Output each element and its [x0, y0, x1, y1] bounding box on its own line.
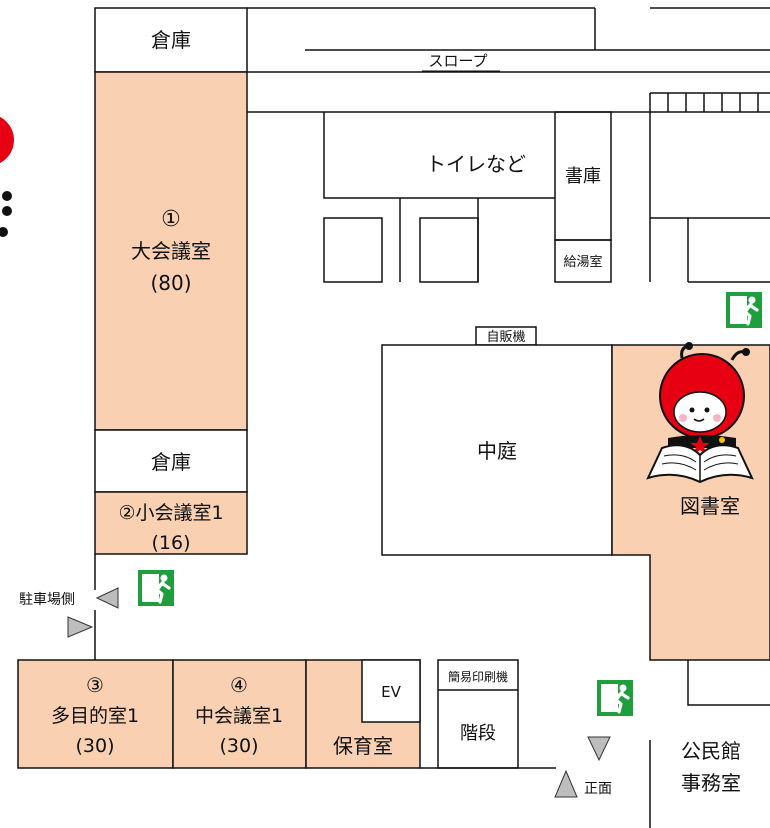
office-label-line1: 公民館 — [681, 739, 741, 763]
emergency-exit-icon — [136, 568, 176, 608]
nursery-label: 保育室 — [333, 734, 393, 758]
front-label: 正面 — [584, 781, 612, 797]
multi-room-label: 多目的室1 — [51, 705, 139, 727]
slope-label: スロープ — [428, 52, 487, 70]
storage-mid-room — [94, 429, 248, 493]
large-hall-label: 大会議室 — [131, 239, 211, 263]
stairs-area — [437, 659, 519, 769]
small-hall-room[interactable] — [94, 491, 248, 555]
small-hall-label: ②小会議室1 — [118, 502, 223, 524]
storage-mid-label: 倉庫 — [151, 450, 191, 474]
storage-top-label: 倉庫 — [151, 28, 191, 52]
vending-label: 自販機 — [486, 330, 525, 345]
medium-hall-room[interactable] — [172, 659, 307, 769]
storage-top-room — [94, 7, 248, 73]
toilets-label: トイレなど — [426, 152, 526, 176]
mascot-partial-icon — [0, 116, 14, 237]
medium-hall-capacity: (30) — [219, 735, 258, 757]
printer-label: 簡易印刷機 — [448, 669, 508, 684]
medium-hall-number: ④ — [230, 673, 248, 697]
courtyard-label: 中庭 — [477, 439, 517, 463]
library-label[interactable]: 図書室 — [680, 494, 740, 518]
large-hall-number: ① — [161, 207, 181, 232]
arrow-left-icon — [95, 587, 119, 609]
multi-purpose-room[interactable] — [17, 659, 174, 769]
medium-hall-label: 中会議室1 — [195, 705, 283, 727]
emergency-exit-icon — [595, 678, 635, 718]
courtyard-area — [381, 344, 613, 556]
emergency-exit-icon — [724, 290, 764, 330]
kitchenette-label: 給湯室 — [563, 254, 602, 270]
large-hall-room[interactable] — [94, 71, 248, 431]
stairs-label: 階段 — [460, 723, 496, 744]
multi-room-capacity: (30) — [75, 735, 114, 757]
elevator-label: EV — [381, 683, 401, 701]
arrow-up-icon — [554, 769, 578, 798]
small-hall-capacity: (16) — [151, 532, 190, 554]
mascot-icon — [646, 342, 754, 484]
arrow-down-icon — [587, 736, 611, 762]
arrow-right-icon — [67, 616, 94, 638]
multi-room-number: ③ — [86, 673, 104, 697]
elevator — [361, 659, 421, 723]
archive-label: 書庫 — [565, 166, 601, 187]
office-label-line2: 事務室 — [681, 771, 741, 795]
large-hall-capacity: (80) — [150, 271, 191, 295]
parking-side-label: 駐車場側 — [19, 591, 75, 608]
